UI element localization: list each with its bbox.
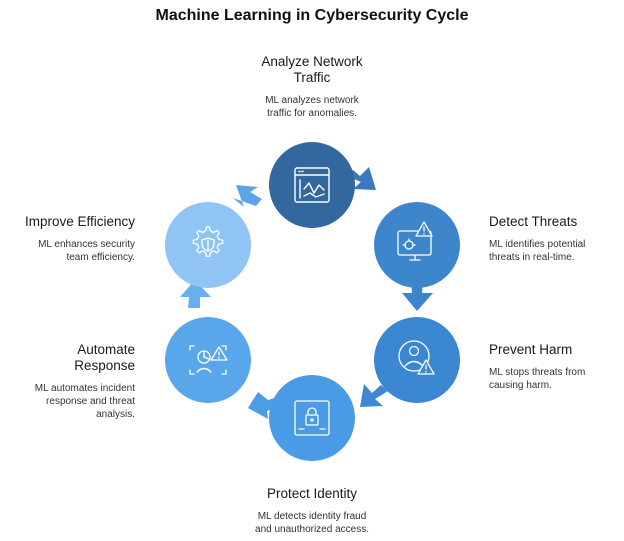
arrow-protect-to-automate bbox=[248, 392, 282, 419]
step-prevent-title: Prevent Harm bbox=[489, 342, 573, 357]
response-automation-icon bbox=[189, 345, 228, 375]
arrow-prevent-to-protect bbox=[360, 384, 388, 407]
circle-automate bbox=[165, 317, 251, 403]
step-protect-title: Protect Identity bbox=[266, 486, 358, 501]
step-detect-desc: ML identifies potential threats in real-… bbox=[489, 239, 586, 263]
gear-shield-icon bbox=[192, 226, 224, 258]
step-analyze-desc: ML analyzes network traffic for anomalie… bbox=[265, 95, 359, 119]
step-automate: Automate Response ML automates incident … bbox=[5, 342, 135, 421]
step-automate-desc: ML automates incident response and threa… bbox=[34, 383, 135, 420]
step-improve: Improve Efficiency ML enhances security … bbox=[5, 214, 135, 264]
step-improve-desc: ML enhances security team efficiency. bbox=[38, 239, 135, 263]
arrow-analyze-to-detect bbox=[347, 167, 376, 190]
cycle-arrows bbox=[180, 167, 433, 419]
step-analyze: Analyze Network Traffic ML analyzes netw… bbox=[232, 54, 392, 120]
identity-lock-icon bbox=[294, 400, 330, 436]
step-analyze-title: Analyze Network Traffic bbox=[261, 54, 363, 85]
arrow-automate-to-improve bbox=[180, 280, 211, 308]
circle-prevent bbox=[374, 317, 460, 403]
circle-protect bbox=[269, 375, 355, 461]
monitor-wave-icon bbox=[294, 167, 330, 203]
step-improve-title: Improve Efficiency bbox=[24, 214, 135, 229]
circle-analyze bbox=[269, 142, 355, 228]
step-prevent-desc: ML stops threats from causing harm. bbox=[489, 367, 586, 391]
threat-detection-icon bbox=[397, 221, 433, 261]
step-detect: Detect Threats ML identifies potential t… bbox=[489, 214, 619, 264]
step-protect: Protect Identity ML detects identity fra… bbox=[232, 486, 392, 536]
step-protect-desc: ML detects identity fraud and unauthoriz… bbox=[255, 511, 369, 535]
diagram-title: Machine Learning in Cybersecurity Cycle bbox=[155, 7, 469, 24]
arrow-detect-to-prevent bbox=[402, 281, 433, 311]
arrow-improve-to-analyze bbox=[233, 185, 262, 207]
user-warning-icon bbox=[398, 340, 435, 375]
step-automate-title: Automate Response bbox=[74, 342, 135, 373]
circle-detect bbox=[374, 202, 460, 288]
step-detect-title: Detect Threats bbox=[489, 214, 578, 229]
step-prevent: Prevent Harm ML stops threats from causi… bbox=[489, 342, 619, 392]
